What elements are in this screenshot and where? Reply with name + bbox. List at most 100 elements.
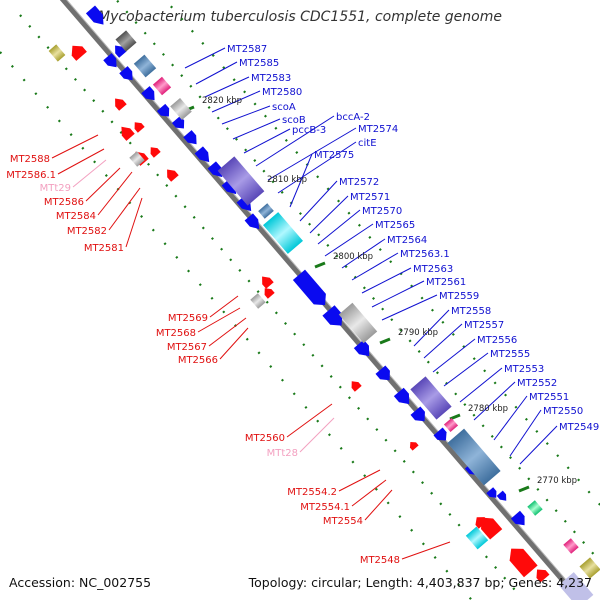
feature-box[interactable] — [133, 54, 157, 78]
reverse-gene-label[interactable]: MT2548 — [360, 555, 400, 566]
forward-gene[interactable] — [322, 305, 347, 331]
forward-gene[interactable] — [85, 5, 108, 29]
forward-gene-label[interactable]: MT2555 — [490, 349, 530, 360]
forward-gene-label[interactable]: MT2580 — [262, 87, 302, 98]
forward-gene-label[interactable]: pccB-3 — [292, 125, 326, 136]
reverse-gene[interactable] — [67, 41, 87, 61]
reverse-gene-label[interactable]: MTt28 — [267, 448, 298, 459]
feature-box[interactable] — [152, 76, 172, 96]
feature-box[interactable] — [250, 293, 266, 309]
forward-gene[interactable] — [410, 406, 430, 425]
forward-gene[interactable] — [496, 490, 510, 504]
reverse-gene-label[interactable]: MT2569 — [168, 313, 208, 324]
reverse-gene-label[interactable]: MT2586.1 — [6, 170, 56, 181]
forward-gene-label[interactable]: MT2583 — [251, 73, 291, 84]
reverse-gene-label[interactable]: MTt29 — [40, 183, 71, 194]
forward-gene-label[interactable]: MT2571 — [350, 192, 390, 203]
forward-gene[interactable] — [292, 269, 331, 311]
reverse-gene-label[interactable]: MT2566 — [178, 355, 218, 366]
reverse-gene-label[interactable]: MT2584 — [56, 211, 96, 222]
forward-gene-label[interactable]: MT2561 — [426, 277, 466, 288]
kbp-tick — [314, 261, 326, 269]
forward-gene-label[interactable]: scoA — [272, 102, 296, 113]
forward-gene-label[interactable]: MT2550 — [543, 406, 583, 417]
forward-gene-label[interactable]: MT2558 — [451, 306, 491, 317]
reverse-gene-label[interactable]: MT2554 — [323, 516, 363, 527]
reverse-gene-label[interactable]: MT2582 — [67, 226, 107, 237]
forward-gene[interactable] — [393, 387, 414, 409]
label-connector — [108, 187, 141, 231]
reverse-gene[interactable] — [147, 144, 161, 158]
feature-box[interactable] — [263, 212, 303, 254]
feature-box[interactable] — [527, 500, 543, 516]
feature-box[interactable] — [410, 376, 452, 420]
reverse-gene-label[interactable]: MT2554.2 — [287, 487, 337, 498]
reverse-gene[interactable] — [258, 273, 274, 289]
reverse-gene[interactable] — [348, 378, 362, 392]
reverse-gene[interactable] — [163, 166, 179, 182]
forward-gene[interactable] — [103, 53, 120, 71]
forward-gene-label[interactable]: MT2559 — [439, 291, 479, 302]
forward-gene[interactable] — [375, 365, 395, 384]
forward-gene-label[interactable]: bccA-2 — [336, 112, 370, 123]
forward-gene-label[interactable]: MT2549 — [559, 422, 599, 433]
feature-box[interactable] — [217, 156, 265, 206]
reverse-gene-label[interactable]: MT2560 — [245, 433, 285, 444]
feature-box[interactable] — [447, 428, 501, 486]
reverse-gene[interactable] — [533, 566, 550, 583]
reverse-gene-label[interactable]: MT2588 — [10, 154, 50, 165]
forward-gene[interactable] — [244, 213, 264, 232]
reverse-gene-label[interactable]: MT2568 — [156, 328, 196, 339]
forward-gene[interactable] — [486, 487, 499, 500]
feature-box[interactable] — [443, 417, 459, 433]
feature-box[interactable] — [465, 526, 489, 550]
reverse-gene[interactable] — [111, 95, 127, 111]
reverse-gene[interactable] — [504, 543, 538, 578]
forward-gene-label[interactable]: MT2585 — [239, 58, 279, 69]
forward-gene-label[interactable]: scoB — [282, 115, 306, 126]
forward-gene-label[interactable]: MT2565 — [375, 220, 415, 231]
reverse-gene[interactable] — [472, 513, 488, 529]
forward-gene-label[interactable]: MT2570 — [362, 206, 402, 217]
feature-box[interactable] — [48, 44, 66, 62]
forward-gene[interactable] — [510, 510, 529, 529]
reverse-gene-label[interactable]: MT2581 — [84, 243, 124, 254]
forward-gene-label[interactable]: MT2574 — [358, 124, 398, 135]
forward-gene-label[interactable]: MT2575 — [314, 150, 354, 161]
forward-gene-label[interactable]: MT2557 — [464, 320, 504, 331]
forward-gene[interactable] — [119, 66, 136, 84]
feature-box[interactable] — [579, 557, 600, 579]
forward-gene-label[interactable]: MT2563.1 — [400, 249, 450, 260]
forward-gene-label[interactable]: MT2553 — [504, 364, 544, 375]
reverse-gene-label[interactable]: MT2586 — [44, 197, 84, 208]
forward-gene[interactable] — [194, 146, 214, 165]
forward-gene-label[interactable]: MT2572 — [339, 177, 379, 188]
feature-box[interactable] — [170, 97, 192, 121]
forward-gene[interactable] — [353, 339, 374, 361]
reverse-gene[interactable] — [476, 512, 503, 540]
reverse-gene[interactable] — [117, 123, 135, 141]
forward-gene-label[interactable]: MT2552 — [517, 378, 557, 389]
forward-gene[interactable] — [207, 161, 227, 180]
forward-gene-label[interactable]: MT2563 — [413, 264, 453, 275]
forward-gene-label[interactable]: citE — [358, 138, 377, 149]
forward-gene-label[interactable]: MT2564 — [387, 235, 427, 246]
reverse-gene[interactable] — [131, 119, 145, 133]
feature-box[interactable] — [338, 302, 378, 344]
forward-gene[interactable] — [141, 86, 158, 104]
feature-box[interactable] — [129, 151, 145, 167]
forward-gene[interactable] — [183, 130, 200, 148]
feature-box[interactable] — [258, 203, 274, 219]
reverse-gene[interactable] — [407, 439, 419, 451]
feature-box[interactable] — [115, 30, 137, 52]
forward-gene-label[interactable]: MT2587 — [227, 44, 267, 55]
reverse-gene[interactable] — [261, 285, 275, 299]
reverse-gene-label[interactable]: MT2554.1 — [300, 502, 350, 513]
forward-gene-label[interactable]: MT2556 — [477, 335, 517, 346]
feature-box[interactable] — [558, 572, 594, 600]
forward-gene-label[interactable]: MT2551 — [529, 392, 569, 403]
forward-gene[interactable] — [156, 103, 173, 120]
reverse-gene-label[interactable]: MT2567 — [167, 342, 207, 353]
feature-box[interactable] — [563, 538, 579, 554]
forward-gene[interactable] — [433, 427, 451, 445]
